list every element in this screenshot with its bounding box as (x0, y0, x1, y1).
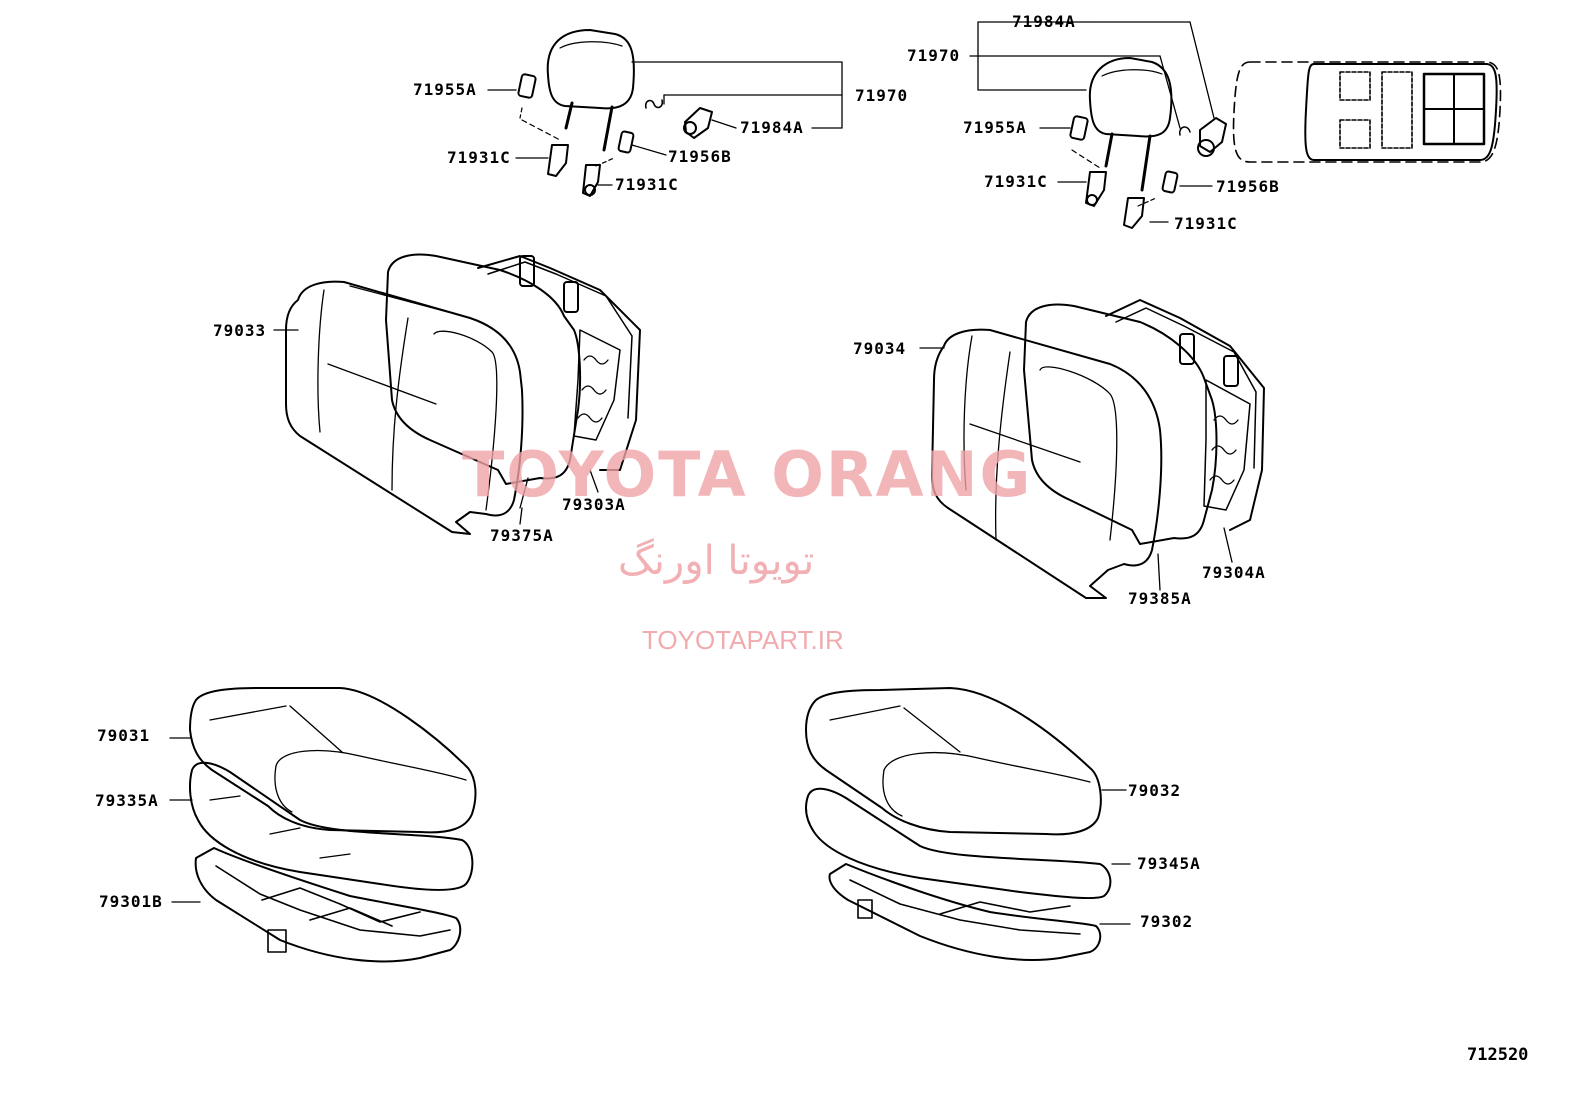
part-label-71955a-right: 71955A (963, 118, 1027, 137)
part-label-71984a-left: 71984A (740, 118, 804, 137)
part-label-71956b-right: 71956B (1216, 177, 1280, 196)
left-seatback-cover (285, 280, 524, 535)
part-label-79031: 79031 (97, 726, 151, 745)
right-headrest-group (969, 21, 1502, 229)
right-seatback-group (919, 299, 1265, 599)
part-label-71970-left: 71970 (855, 86, 909, 105)
part-label-79034: 79034 (853, 339, 907, 358)
part-label-71956b-left: 71956B (668, 147, 732, 166)
right-headrest (1088, 57, 1173, 138)
part-label-71931c-right-2: 71931C (1174, 214, 1238, 233)
part-label-79303a: 79303A (562, 495, 626, 514)
part-label-79335a: 79335A (95, 791, 159, 810)
left-cushion-cover (189, 687, 477, 834)
part-label-71931c-right-1: 71931C (984, 172, 1048, 191)
right-cushion-cover (805, 687, 1102, 836)
part-label-79032: 79032 (1128, 781, 1182, 800)
seat-layout-inset (1232, 61, 1502, 163)
part-label-71984a-right: 71984A (1012, 12, 1076, 31)
part-label-79302: 79302 (1140, 912, 1194, 931)
part-label-79033: 79033 (213, 321, 267, 340)
left-headrest-group (487, 29, 843, 197)
part-label-71931c-left-2: 71931C (615, 175, 679, 194)
part-label-79304a: 79304A (1202, 563, 1266, 582)
part-label-71955a-left: 71955A (413, 80, 477, 99)
watermark-persian: تویوتا اورنگ (618, 538, 815, 584)
part-label-79345a: 79345A (1137, 854, 1201, 873)
watermark-url: TOYOTAPART.IR (642, 625, 844, 655)
left-headrest (546, 29, 635, 110)
part-label-71931c-left-1: 71931C (447, 148, 511, 167)
left-cushion-group (169, 687, 477, 963)
watermark-title: TOYOTA ORANG (462, 438, 1033, 511)
part-label-71970-right: 71970 (907, 46, 961, 65)
right-seatback-cover (931, 328, 1163, 599)
part-label-79385a: 79385A (1128, 589, 1192, 608)
left-seatback-group (273, 253, 641, 535)
part-label-79301b: 79301B (99, 892, 163, 911)
right-cushion-group (805, 687, 1131, 961)
part-label-79375a: 79375A (490, 526, 554, 545)
diagram-id: 712520 (1467, 1045, 1529, 1065)
